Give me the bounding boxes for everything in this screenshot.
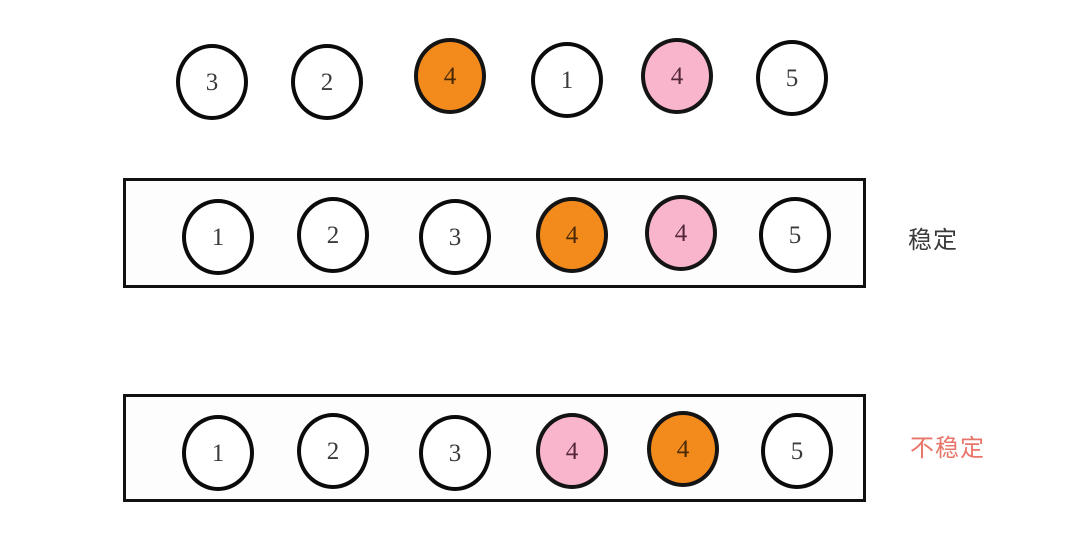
node-value: 2 <box>320 68 334 96</box>
node-value: 5 <box>790 437 804 465</box>
stable-node-1: 1 <box>182 199 254 275</box>
node-value: 1 <box>560 66 574 94</box>
unstable-node-4: 4 <box>536 413 608 489</box>
unstable-node-5: 4 <box>647 411 719 487</box>
node-value: 1 <box>211 439 225 467</box>
input-node-1: 3 <box>176 44 248 120</box>
unstable-node-1: 1 <box>182 415 254 491</box>
node-value: 4 <box>443 62 457 90</box>
stable-row: 1 2 3 4 4 5 <box>123 178 866 288</box>
unstable-node-2: 2 <box>297 413 369 489</box>
unstable-node-6: 5 <box>761 413 833 489</box>
node-value: 4 <box>674 219 688 247</box>
input-node-4: 1 <box>531 42 603 118</box>
node-value: 2 <box>326 221 340 249</box>
node-value: 4 <box>565 437 579 465</box>
unstable-row: 1 2 3 4 4 5 <box>123 394 866 502</box>
node-value: 4 <box>676 435 690 463</box>
unstable-node-3: 3 <box>419 415 491 491</box>
stable-node-6: 5 <box>759 197 831 273</box>
unstable-label: 不稳定 <box>910 434 985 462</box>
stable-node-4: 4 <box>536 197 608 273</box>
stable-label: 稳定 <box>908 226 958 254</box>
input-node-3: 4 <box>414 38 486 114</box>
node-value: 4 <box>670 62 684 90</box>
input-node-2: 2 <box>291 44 363 120</box>
input-node-6: 5 <box>756 40 828 116</box>
input-row: 3 2 4 1 4 5 <box>0 0 1080 160</box>
node-value: 3 <box>205 68 219 96</box>
node-value: 5 <box>785 64 799 92</box>
node-value: 3 <box>448 223 462 251</box>
node-value: 1 <box>211 223 225 251</box>
node-value: 5 <box>788 221 802 249</box>
node-value: 3 <box>448 439 462 467</box>
node-value: 2 <box>326 437 340 465</box>
input-node-5: 4 <box>641 38 713 114</box>
stable-node-5: 4 <box>645 195 717 271</box>
stable-node-3: 3 <box>419 199 491 275</box>
stable-node-2: 2 <box>297 197 369 273</box>
node-value: 4 <box>565 221 579 249</box>
